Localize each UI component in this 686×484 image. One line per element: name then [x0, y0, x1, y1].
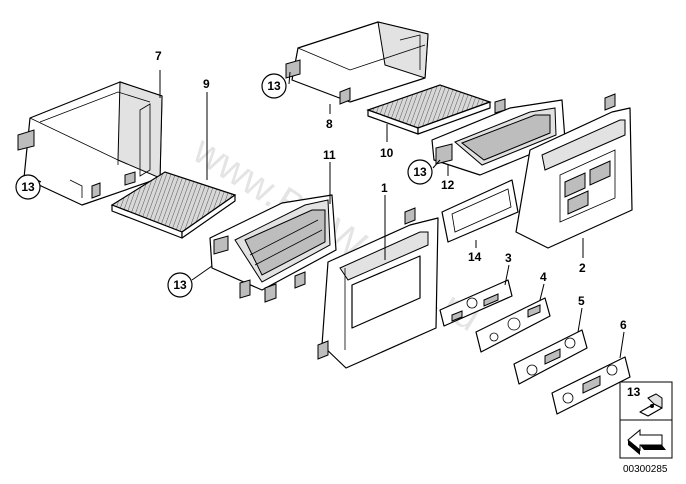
callout-6: 6: [620, 318, 627, 332]
part-1-console-panel[interactable]: [317, 207, 439, 369]
part-10-filter-mat[interactable]: [366, 84, 492, 135]
callout-13-middle: 13: [173, 278, 187, 292]
callouts: 7 9 11 8 1 10 12 2 14 3 4 5 6 13 13 13 1…: [15, 49, 627, 332]
callout-3: 3: [505, 251, 512, 265]
arrow-icon: [627, 428, 666, 455]
callout-4: 4: [540, 270, 547, 284]
part-9-filter-mat[interactable]: [110, 171, 237, 239]
callout-12: 12: [441, 178, 455, 192]
part-4-switch-panel[interactable]: [475, 297, 551, 353]
callout-2: 2: [579, 261, 586, 275]
part-3-switch-panel[interactable]: [439, 279, 513, 327]
callout-9: 9: [203, 77, 210, 91]
callout-13-top: 13: [267, 79, 281, 93]
callout-8: 8: [326, 117, 333, 131]
legend-box: 13: [619, 381, 673, 459]
part-8-storage-tray[interactable]: [285, 21, 429, 105]
callout-10: 10: [380, 146, 394, 160]
callout-7: 7: [155, 49, 162, 63]
callout-14: 14: [468, 250, 482, 264]
callout-11: 11: [323, 148, 336, 162]
part-14-trim[interactable]: [441, 179, 519, 243]
part-12-storage-compartment[interactable]: [431, 98, 566, 176]
callout-1: 1: [381, 181, 388, 195]
leader-lines: [29, 70, 625, 359]
part-11-storage-compartment[interactable]: [209, 194, 337, 303]
part-5-switch-panel[interactable]: [513, 329, 588, 385]
clip-nut-icon: [639, 393, 663, 417]
part-6-switch-panel[interactable]: [551, 356, 631, 415]
callout-13-right: 13: [413, 165, 427, 179]
part-2-trim-frame[interactable]: [515, 93, 633, 249]
diagram-code: 00300285: [623, 464, 668, 475]
callout-5: 5: [578, 294, 585, 308]
callout-13-left: 13: [21, 180, 35, 194]
legend-13-label: 13: [627, 385, 641, 399]
